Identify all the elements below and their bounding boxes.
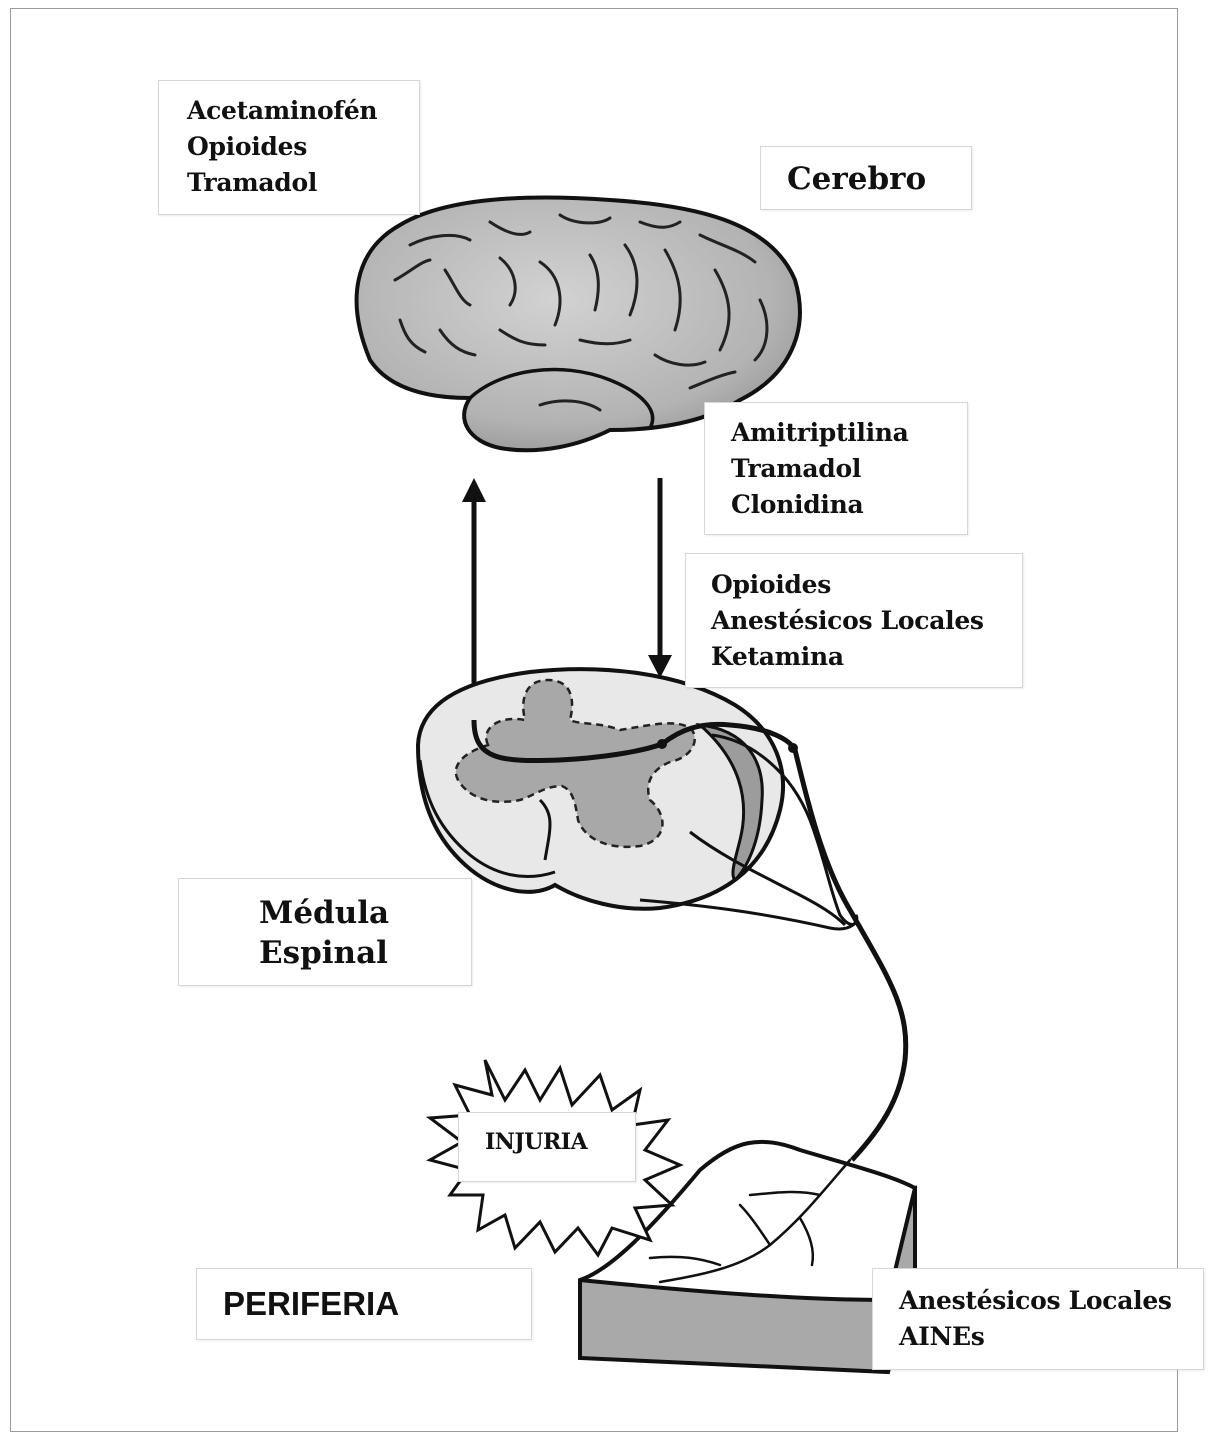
spinal-drug-3: Ketamina [711, 639, 1022, 675]
injury-label-box: INJURIA [458, 1112, 636, 1182]
brain-drugs-box: Acetaminofén Opioides Tramadol [158, 80, 420, 215]
spinal-drugs-box: Opioides Anestésicos Locales Ketamina [685, 553, 1023, 688]
peripheral-drug-1: Anestésicos Locales [899, 1283, 1203, 1319]
spinal-drug-1: Opioides [711, 567, 1022, 603]
brain-label: Cerebro [787, 159, 971, 199]
brain-label-box: Cerebro [760, 146, 972, 210]
ganglion-dot [788, 743, 798, 753]
spinal-cord-label-box: Médula Espinal [178, 878, 472, 986]
descending-drug-1: Amitriptilina [731, 415, 967, 451]
periphery-label: PERIFERIA [223, 1285, 531, 1323]
peripheral-drug-2: AINEs [899, 1319, 1203, 1355]
peripheral-drugs-box: Anestésicos Locales AINEs [872, 1268, 1204, 1370]
descending-drugs-box: Amitriptilina Tramadol Clonidina [704, 402, 968, 535]
spinal-drug-2: Anestésicos Locales [711, 603, 1022, 639]
descending-drug-3: Clonidina [731, 487, 967, 523]
descending-drug-2: Tramadol [731, 451, 967, 487]
spinal-cord-label-2: Espinal [259, 933, 471, 973]
periphery-label-box: PERIFERIA [196, 1268, 532, 1340]
nerve-lower-outline [640, 900, 857, 929]
injury-label: INJURIA [485, 1129, 635, 1155]
brain-drug-1: Acetaminofén [187, 93, 419, 129]
ascending-arrow-head [462, 478, 486, 502]
brain-drug-2: Opioides [187, 129, 419, 165]
spinal-cord-label-1: Médula [259, 893, 471, 933]
brain-drug-3: Tramadol [187, 165, 419, 201]
spinal-cord-illustration [418, 669, 857, 929]
